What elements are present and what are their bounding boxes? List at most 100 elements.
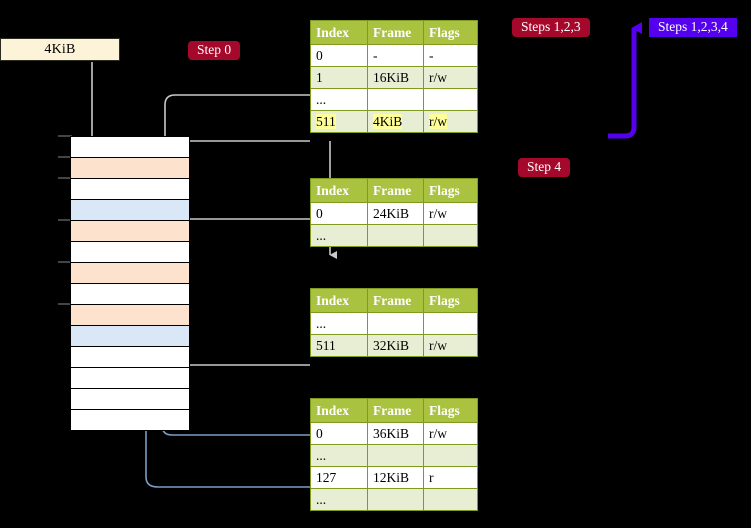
wire-pd-511 — [179, 311, 310, 366]
column-header-index: Index — [310, 20, 368, 45]
table-row: 0-- — [310, 44, 478, 67]
memory-row — [71, 410, 189, 431]
column-header-frame: Frame — [367, 288, 424, 313]
cell-index: ... — [310, 88, 368, 111]
memory-row — [71, 158, 189, 179]
cell-index: 0 — [310, 44, 368, 67]
cell-flags — [423, 312, 478, 335]
cell-index: 127 — [310, 466, 368, 489]
cell-frame: 4KiB — [367, 110, 424, 133]
memory-row — [71, 200, 189, 221]
cell-flags: r/w — [423, 202, 478, 225]
cell-index: 511 — [310, 334, 368, 357]
memory-row — [71, 347, 189, 368]
memory-row — [71, 242, 189, 263]
badge-step-0-label: Step 0 — [197, 42, 232, 57]
size-box-4kib: 4KiB — [0, 38, 120, 61]
memory-row — [71, 137, 189, 158]
memory-row — [71, 305, 189, 326]
cell-frame — [367, 88, 424, 111]
cell-flags — [423, 488, 478, 511]
cell-flags — [423, 88, 478, 111]
cell-flags: r/w — [423, 66, 478, 89]
size-box-label: 4KiB — [44, 41, 76, 57]
cell-flags: r/w — [423, 110, 478, 133]
cell-index: ... — [310, 312, 368, 335]
cell-flags: r/w — [423, 422, 478, 445]
badge-step-0: Step 0 — [188, 41, 241, 60]
cell-frame: 36KiB — [367, 422, 424, 445]
cell-flags: r/w — [423, 334, 478, 357]
cell-frame — [367, 488, 424, 511]
table-header-row: Index Frame Flags — [310, 20, 478, 45]
cell-index: ... — [310, 444, 368, 467]
column-header-frame: Frame — [367, 178, 424, 203]
cell-index: 0 — [310, 202, 368, 225]
memory-row — [71, 326, 189, 347]
memory-row — [71, 368, 189, 389]
column-header-flags: Flags — [423, 178, 478, 203]
cell-frame — [367, 312, 424, 335]
cell-index: 1 — [310, 66, 368, 89]
table-row: ... — [310, 224, 478, 247]
badge-steps-123-label: Steps 1,2,3 — [521, 19, 581, 34]
column-header-flags: Flags — [423, 398, 478, 423]
cell-index: 511 — [310, 110, 368, 133]
cell-index: 0 — [310, 422, 368, 445]
cell-frame — [367, 444, 424, 467]
column-header-frame: Frame — [367, 398, 424, 423]
table-row: ... — [310, 312, 478, 335]
table-row: ... — [310, 88, 478, 111]
wire-steps-1234-loop — [608, 22, 642, 139]
memory-row — [71, 179, 189, 200]
cell-index: ... — [310, 488, 368, 511]
badge-steps-1234-label: Steps 1,2,3,4 — [658, 19, 728, 34]
cell-frame — [367, 224, 424, 247]
badge-step-4: Step 4 — [518, 158, 571, 177]
memory-row — [71, 284, 189, 305]
table-header-row: Index Frame Flags — [310, 178, 478, 203]
cell-flags — [423, 224, 478, 247]
memory-row — [71, 221, 189, 242]
column-header-flags: Flags — [423, 288, 478, 313]
column-header-index: Index — [310, 178, 368, 203]
cell-flags: - — [423, 44, 478, 67]
column-header-flags: Flags — [423, 20, 478, 45]
badge-steps-1234: Steps 1,2,3,4 — [649, 18, 737, 37]
cell-flags — [423, 444, 478, 467]
cell-frame: 12KiB — [367, 466, 424, 489]
badge-step-4-label: Step 4 — [527, 159, 562, 174]
column-header-index: Index — [310, 398, 368, 423]
wire-pdpt-0 — [174, 218, 310, 256]
cell-frame: 16KiB — [367, 66, 424, 89]
column-header-frame: Frame — [367, 20, 424, 45]
cell-frame: 24KiB — [367, 202, 424, 225]
table-header-row: Index Frame Flags — [310, 288, 478, 313]
cell-index: ... — [310, 224, 368, 247]
table-row: ... — [310, 488, 478, 511]
badge-steps-123: Steps 1,2,3 — [512, 18, 590, 37]
column-header-index: Index — [310, 288, 368, 313]
memory-row — [71, 263, 189, 284]
cell-frame: 32KiB — [367, 334, 424, 357]
table-header-row: Index Frame Flags — [310, 398, 478, 423]
table-row: ... — [310, 444, 478, 467]
memory-column — [70, 136, 190, 431]
cell-frame: - — [367, 44, 424, 67]
cell-flags: r — [423, 466, 478, 489]
